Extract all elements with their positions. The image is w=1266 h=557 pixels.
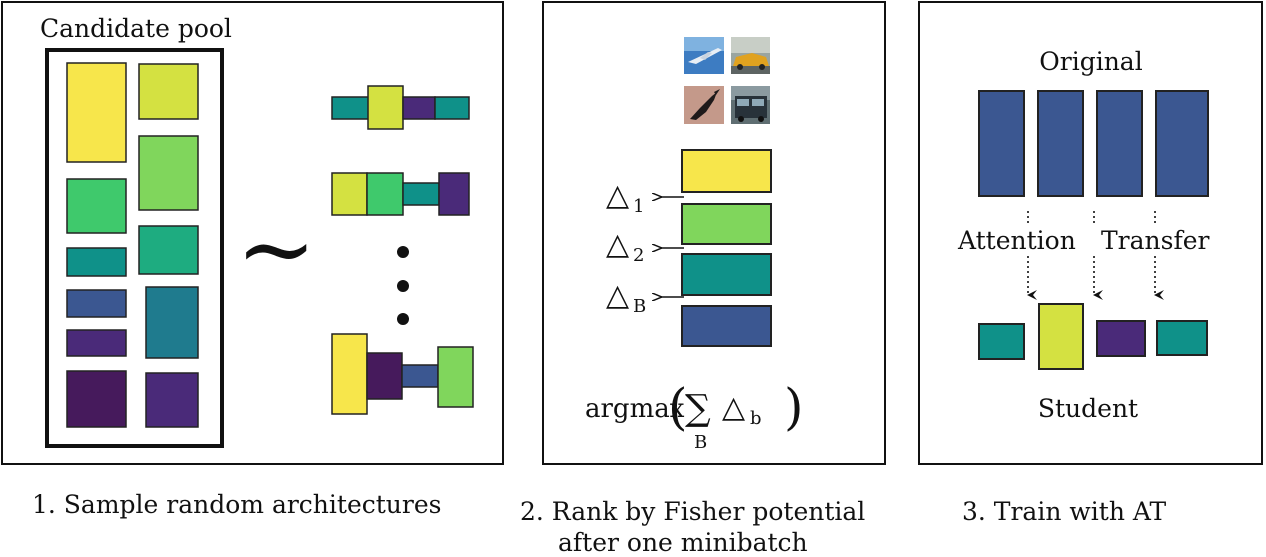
delta-labels: △ 1 △ 2 △ B	[606, 178, 684, 317]
sampled-architecture-3	[331, 333, 474, 415]
minibatch-images	[684, 37, 770, 124]
arch-block	[402, 96, 436, 120]
delta-symbol: △	[606, 227, 629, 262]
student-block	[1156, 320, 1208, 356]
original-block	[978, 90, 1025, 197]
bird-image	[684, 86, 724, 124]
original-block	[1155, 90, 1209, 197]
pool-block	[66, 329, 127, 357]
candidate-pool-label: Candidate pool	[40, 14, 232, 43]
arch-block	[331, 333, 368, 415]
argmax-formula: argmax ( ∑ B △ b )	[585, 378, 804, 453]
panel-rank-fisher: △ 1 △ 2 △ B argmax ( ∑ B △ b )	[520, 1, 886, 557]
delta-1: △ 1	[606, 178, 684, 217]
arch-block	[437, 346, 474, 408]
panel1-caption: 1. Sample random architectures	[32, 490, 441, 519]
pool-block	[66, 178, 127, 234]
delta-subscript: 1	[633, 196, 644, 217]
arch-block	[366, 352, 403, 400]
formula-function: argmax	[585, 394, 685, 424]
sampled-architecture-1	[331, 85, 470, 130]
student-label: Student	[1038, 394, 1138, 423]
tilde-symbol: ~	[236, 193, 316, 305]
arch-block	[331, 172, 368, 216]
formula-close-paren: )	[784, 378, 804, 436]
car-image	[731, 37, 770, 74]
delta-2: △ 2	[606, 227, 684, 266]
delta-subscript: 2	[633, 245, 644, 266]
formula-sum: ∑	[685, 388, 711, 429]
student-block	[1096, 320, 1146, 357]
dot	[397, 246, 409, 258]
candidate-pool-box	[45, 48, 224, 448]
pool-block	[66, 62, 127, 163]
dot	[397, 313, 409, 325]
ranked-block	[681, 305, 772, 347]
pool-block	[66, 289, 127, 318]
pool-block	[66, 247, 127, 277]
original-block	[1037, 90, 1084, 197]
panel-sample-architectures: Candidate pool ~	[1, 1, 504, 519]
formula-open-paren: (	[668, 378, 688, 436]
formula-term-subscript: b	[750, 408, 762, 429]
arch-block	[331, 96, 371, 120]
student-block	[978, 323, 1025, 360]
formula-term: △	[722, 390, 745, 425]
transfer-label: Transfer	[1101, 226, 1210, 255]
delta-subscript: B	[633, 296, 646, 317]
ranked-architectures	[681, 149, 772, 347]
airplane-image	[684, 37, 724, 74]
arch-block	[402, 182, 440, 206]
truck-image	[731, 86, 770, 124]
panel3-frame	[918, 1, 1263, 465]
panel-attention-transfer: Original Attention Transfer Student 3. T…	[918, 1, 1263, 526]
panel1-frame	[1, 1, 504, 465]
delta-symbol: △	[606, 178, 629, 213]
pool-block	[145, 286, 199, 359]
ranked-block	[681, 203, 772, 245]
delta-b: △ B	[606, 278, 684, 317]
arch-block	[366, 172, 404, 216]
arch-block	[434, 96, 470, 120]
ellipsis-dots	[397, 246, 409, 325]
pool-block	[138, 135, 199, 211]
dot	[397, 280, 409, 292]
sampled-architecture-2	[331, 172, 470, 216]
attention-label: Attention	[957, 226, 1076, 255]
arch-block	[401, 364, 439, 388]
panel2-frame	[542, 1, 886, 465]
pool-block	[66, 370, 127, 428]
arch-block	[367, 85, 404, 130]
pool-block	[138, 225, 199, 275]
pool-blocks	[66, 62, 199, 428]
original-block	[1096, 90, 1143, 197]
delta-symbol: △	[606, 278, 629, 313]
original-label: Original	[1039, 47, 1142, 76]
formula-sum-subscript: B	[694, 432, 707, 453]
ranked-block	[681, 253, 772, 296]
pool-block	[145, 372, 199, 428]
student-block	[1038, 303, 1084, 370]
panel2-caption-line2: after one minibatch	[558, 528, 808, 557]
pool-block	[138, 63, 199, 120]
panel3-caption: 3. Train with AT	[962, 497, 1167, 526]
panel2-caption-line1: 2. Rank by Fisher potential	[520, 497, 865, 526]
original-network	[978, 90, 1209, 197]
attention-transfer-label-bg	[956, 226, 1218, 256]
arch-block	[438, 172, 470, 216]
student-network	[978, 303, 1208, 370]
ranked-block	[681, 149, 772, 193]
